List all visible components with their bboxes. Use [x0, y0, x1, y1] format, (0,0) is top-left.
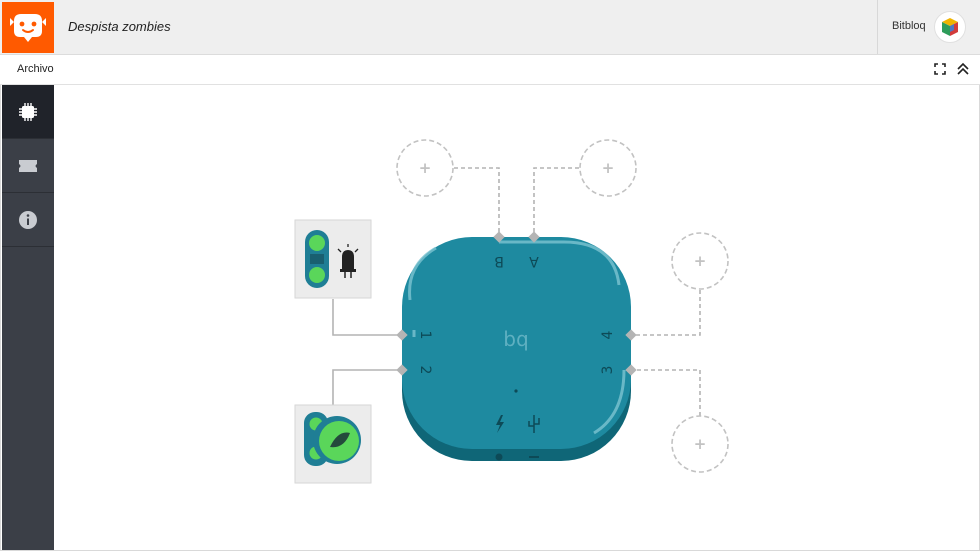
header-divider: [877, 0, 878, 54]
port-label-4: 4: [600, 330, 616, 339]
empty-slot-top-right[interactable]: +: [579, 139, 637, 197]
avatar[interactable]: [934, 11, 966, 43]
port-a[interactable]: [528, 231, 540, 243]
add-symbol: +: [419, 159, 432, 177]
sidebar-item-software[interactable]: [2, 139, 54, 193]
port-label-2: 2: [417, 366, 433, 375]
component-button[interactable]: [294, 404, 372, 484]
sidebar-item-hardware[interactable]: [2, 85, 54, 139]
power-icon: [496, 415, 504, 433]
cube-avatar-icon: [942, 18, 958, 36]
left-sidebar: [2, 85, 54, 550]
controller-board[interactable]: bq: [402, 237, 631, 461]
add-symbol: +: [694, 435, 707, 453]
empty-slot-right-bottom[interactable]: +: [671, 415, 729, 473]
port-label-b: B: [494, 253, 504, 269]
collapse-icon[interactable]: [955, 61, 971, 77]
file-menu[interactable]: Archivo: [17, 63, 54, 75]
led-icon: [337, 244, 359, 278]
hardware-chip-icon: [19, 102, 37, 121]
port-4[interactable]: [625, 329, 637, 341]
sidebar-item-info[interactable]: [2, 193, 54, 247]
user-name[interactable]: Bitbloq: [892, 20, 926, 32]
port-dots: [396, 231, 637, 376]
component-led[interactable]: [294, 219, 372, 299]
add-symbol: +: [602, 159, 615, 177]
top-header: Despista zombies Bitbloq: [0, 0, 980, 55]
port-3[interactable]: [625, 364, 637, 376]
software-ticket-icon: [19, 159, 37, 172]
port-1[interactable]: [396, 329, 408, 341]
app-logo[interactable]: [2, 2, 54, 53]
button-sensor-icon: [313, 416, 361, 464]
usb-icon: [528, 415, 540, 433]
menu-bar: Archivo: [0, 55, 980, 85]
port-label-a: A: [529, 253, 539, 269]
port-2[interactable]: [396, 364, 408, 376]
active-connectors: [332, 299, 402, 405]
port-label-1: 1: [417, 331, 433, 340]
board-logo: bq: [503, 330, 528, 354]
hardware-canvas: + + + +: [54, 85, 978, 549]
robot-logo-icon: [10, 13, 46, 42]
empty-slot-top-left[interactable]: +: [396, 139, 454, 197]
board-diagram: + + + +: [294, 139, 729, 484]
add-symbol: +: [694, 252, 707, 270]
port-b[interactable]: [493, 231, 505, 243]
fullscreen-icon[interactable]: [932, 61, 948, 77]
project-title[interactable]: Despista zombies: [68, 19, 171, 34]
empty-slot-right-top[interactable]: +: [671, 232, 729, 290]
info-icon: [19, 210, 37, 229]
port-label-3: 3: [600, 366, 616, 375]
empty-connectors: [454, 167, 701, 416]
